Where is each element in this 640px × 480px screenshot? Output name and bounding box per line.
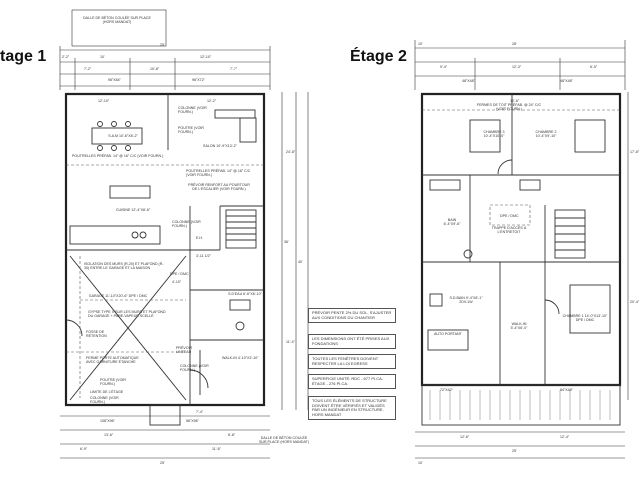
eh-label: E.H. [196,236,203,240]
f2-dim-bottom-25: 25' [512,449,517,453]
f2-dim-12-4: 12'-4" [560,435,570,439]
dim-bottom-25: 25' [160,461,165,465]
column-label-2: COLONNE (VOIR FOURN.) [172,220,201,228]
f2-dim-right-20: 20'-4" [630,300,640,304]
attic-hatch-label: TRAPPE D'ACCÈS À L'ENTRETOIT [491,226,527,234]
auto-portant-label: AUTO PORTANT [434,332,462,336]
dim-12-10b: 12'-10" [98,99,110,103]
f2-window-48a: 48"X48" [462,79,475,83]
f2-dim-12-3: 12'-3" [512,65,522,69]
f2-window-72: 72"X42" [440,388,453,392]
dim-2-2: 2'-2" [62,55,70,59]
room-sam: S.A.M 10'-6"X8'-2" [108,134,138,138]
note-windows: TOUTES LES FENÊTRES DOIVENT RESPECTER LA… [308,354,396,370]
slab-bottom-label: DALLE DE BÉTON COULÉE SUR PLACE (HORS MA… [258,436,310,444]
dim-6-8: 6'-8" [228,433,236,437]
note-slope: PRÉVOIR PENTE 2% DU SOL, S'AJUSTER AUX C… [308,308,396,324]
floor-2-title: Étage 2 [350,48,407,65]
roof-trusses-label: FERMES DE TOIT PRÉFAB. @ 24" C/C (VOIR F… [476,103,542,111]
room-bain: BAIN 6'-4"X9'-6" [443,218,461,226]
room-salon: SALON 10'-9"X13'-2" [203,144,237,148]
joists-label-1: POUTRELLES PRÉFAB. 14" @ 16" C/C (VOIR F… [72,154,164,158]
f2-dim-10: 10' [418,42,423,46]
dim-7-7: 7'-7" [230,67,238,71]
room-powder: S.D'EAU 6'-6"X6'-10" [228,292,262,296]
window-96-84: 96"X84" [108,78,121,82]
dim-3-11: 3'-11 1/2" [196,254,211,258]
slab-top-label: DALLE DE BÉTON COULÉE SUR PLACE (HORS MA… [83,16,151,24]
room-chambre-1: CHAMBRE 1 14'-0"X13'-10" DPE / DMC [562,314,608,322]
joists-label-2: POUTRELLES PRÉFAB. 14" @ 16" C/C (VOIR F… [186,169,251,177]
dim-6-9: 6'-9" [80,447,88,451]
door-closer-label: FERME PORTE AUTOMATIQUE AVEC GARNITURE É… [86,356,139,364]
dim-12-2: 12'-2" [207,99,217,103]
window-56: 56"X96" [186,419,199,423]
dim-right-36: 36' [284,240,289,244]
room-garage: GARAGE 11'-10"X20'-6" DPE / DMC [88,294,148,298]
note-area: SUPERFICIE UNITÉ: RDC - 677 PI.CA. ÉTAGE… [308,374,396,390]
f2-dim-28: 28' [512,42,517,46]
dim-top-25: 25' [160,43,165,47]
stair-reinforcement-label: PRÉVOIR RENFORT AU POURTOUR DE L'ESCALIE… [188,183,250,191]
beam-label-2: POUTRE (VOIR FOURN.) [100,378,126,386]
column-label-1: COLONNE (VOIR FOURN.) [178,106,207,114]
column-label-3: COLONNE (VOIR FOURN.) [90,396,119,404]
retention-pit-label: FOSSE DE RÉTENTION [86,330,107,338]
dim-10-8: 10'-8" [150,67,160,71]
f2-dim-6-5: 6'-5" [590,65,598,69]
dim-4-10: 4'-10" [172,280,182,284]
room-chambre-2: CHAMBRE 2 10'-4"X9'-10" [535,130,557,138]
dim-7-4: 7'-4" [196,410,204,414]
dim-7-2: 7'-2" [84,67,92,71]
floor-limit-label: LIMITE DE L'ÉTAGE [90,390,124,394]
beam-label-1: POUTRE (VOIR FOURN.) [178,126,204,134]
f2-dim-bottom-10: 10' [418,461,423,465]
dim-13-6: 13'-6" [104,433,114,437]
gypsum-label: GYPSE TYPE X SUR LES MURS ET PLAFOND DU … [88,310,166,318]
room-walkin-1: WALK-IN 4'-10"X3'-10" [222,356,259,360]
window-96-72: 96"X72" [192,78,205,82]
floor-1-title: tage 1 [0,48,47,65]
note-dimensions: LES DIMENSIONS ONT ÉTÉ PRISES AUX FONDAT… [308,334,396,350]
window-108: 108"X96" [100,419,115,423]
room-walkin-2: WALK-IN 5'-4"X6'-0" [510,322,528,330]
dim-10: 10' [100,55,105,59]
dpe-dmc-1: DPE / DMC [170,272,189,276]
room-sdbain: S.D.BAIN 9'-4"X8'-1" 2DV-1W [449,296,483,304]
f2-dim-9-4: 9'-4" [440,65,448,69]
dim-right-24-8: 24'-8" [286,150,296,154]
dim-right-40: 40' [298,260,303,264]
insulation-label: ISOLATION DES MURS (R-20) ET PLAFOND (R-… [84,262,164,270]
dpe-dmc-2: DPE / DMC [500,214,519,218]
f2-window-84: 84"X48" [560,388,573,392]
room-kitchen: CUISINE 12'-4"X8'-6" [115,208,151,212]
f2-dim-right-17: 17'-8" [630,150,640,154]
column-label-4: COLONNE (VOIR FOURN.) [180,364,209,372]
f2-window-48b: 48"X48" [560,79,573,83]
lintel-label: PRÉVOIR LINTEAU [176,346,193,354]
f2-dim-12-6: 12'-6" [510,99,520,103]
dim-right-11-4: 11'-4" [286,340,295,344]
room-chambre-3: CHAMBRE 3 10'-4"X10'-0" [483,130,505,138]
dim-12-10: 12'-10" [200,55,212,59]
dim-11-6: 11'-6" [212,447,221,451]
f2-dim-12-6b: 12'-6" [460,435,470,439]
note-structure: TOUS LES ÉLÉMENTS DE STRUCTURE DOIVENT Ê… [308,396,396,421]
